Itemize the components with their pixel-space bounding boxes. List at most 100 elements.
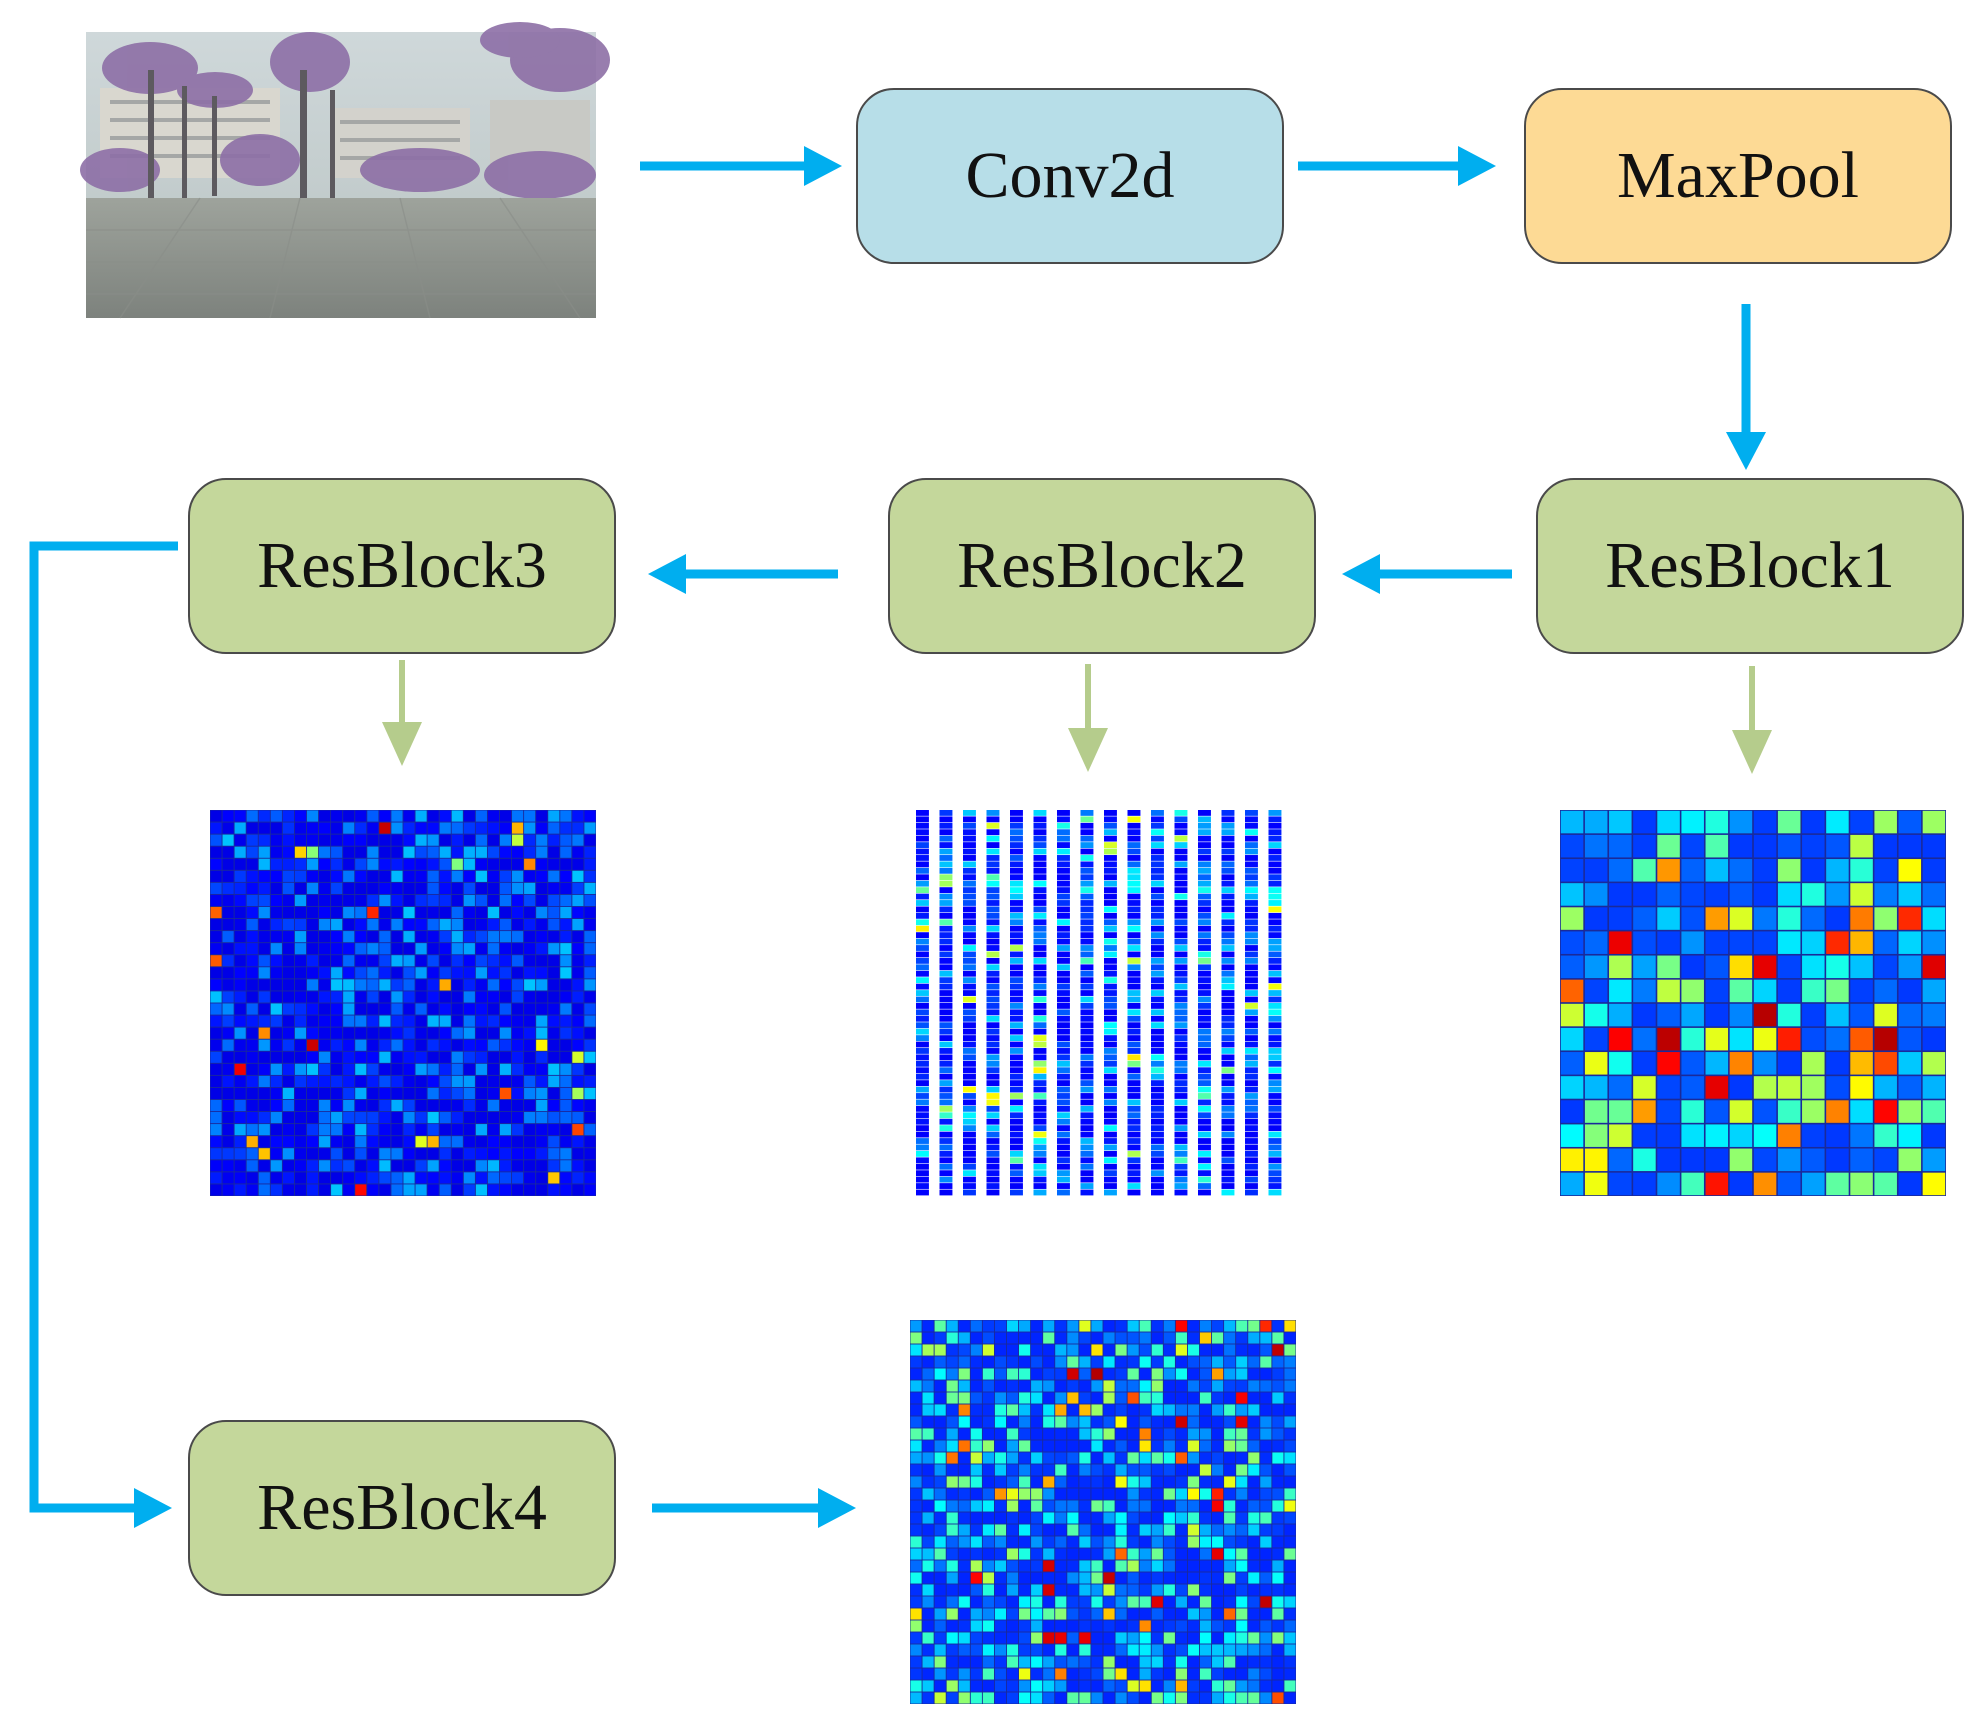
- resblock3-map-tile: [379, 1124, 391, 1136]
- resblock4-map-tile: [1091, 1668, 1103, 1680]
- resblock2-map-cell: [1221, 900, 1235, 906]
- resblock2-map-cell: [1268, 977, 1282, 984]
- resblock2-map-cell: [1174, 1041, 1188, 1048]
- resblock3-map-tile: [451, 1051, 463, 1063]
- resblock3-map-tile: [548, 1148, 560, 1160]
- resblock2-map-cell: [1151, 925, 1164, 932]
- resblock3-map-tile: [499, 1160, 512, 1172]
- resblock4-map-tile: [1127, 1536, 1139, 1548]
- resblock3-map-tile: [524, 810, 536, 822]
- resblock3-map-tile: [234, 1136, 246, 1148]
- resblock4-map-tile: [1103, 1320, 1115, 1332]
- resblock4-map-tile: [1151, 1512, 1163, 1524]
- resblock3-map-tile: [246, 1148, 258, 1160]
- resblock3-map-tile: [463, 955, 475, 967]
- resblock1-map-tile: [1657, 907, 1680, 930]
- resblock3-map-tile: [439, 894, 451, 907]
- resblock4-map-tile: [994, 1368, 1007, 1380]
- resblock1-map-tile: [1874, 931, 1897, 954]
- resblock3-map-tile: [343, 1027, 355, 1039]
- resblock4-map-tile: [1067, 1440, 1079, 1452]
- resblock4-map-tile: [1127, 1620, 1139, 1632]
- resblock4-map-tile: [1091, 1356, 1103, 1368]
- resblock2-map-cell: [1174, 996, 1188, 1003]
- resblock4-map-tile: [1272, 1464, 1284, 1476]
- resblock3-map-tile: [475, 834, 487, 846]
- resblock2-map-cell: [939, 983, 953, 990]
- resblock3-map-tile: [584, 1112, 596, 1124]
- resblock2-map-cell: [916, 964, 929, 971]
- resblock2-map-cell: [1221, 861, 1235, 868]
- resblock3-map-tile: [282, 1051, 294, 1063]
- resblock3-map-tile: [403, 1003, 415, 1015]
- resblock3-map-tile: [246, 1087, 258, 1100]
- resblock3-map-tile: [258, 822, 270, 834]
- resblock3-map-tile: [451, 919, 463, 931]
- resblock1-map-tile: [1874, 1076, 1897, 1099]
- resblock3-map-tile: [415, 1003, 427, 1015]
- resblock2-map-cell: [939, 1112, 953, 1119]
- resblock3-map-tile: [524, 1124, 536, 1136]
- resblock4-map-tile: [1115, 1464, 1127, 1476]
- resblock2-map-cell: [986, 1009, 1000, 1016]
- resblock4-map-tile: [1260, 1416, 1272, 1428]
- resblock3-map-tile: [331, 822, 343, 834]
- resblock2-map-cell: [1080, 1163, 1094, 1170]
- resblock2-map-cell: [1104, 1009, 1117, 1016]
- resblock4-map-tile: [1236, 1692, 1248, 1704]
- resblock4-map-tile: [1151, 1524, 1163, 1536]
- resblock2-map-cell: [916, 1170, 929, 1177]
- resblock3-feature-map: [210, 810, 596, 1196]
- resblock1-map-tile: [1753, 1148, 1777, 1172]
- resblock2-map-cell: [1221, 906, 1235, 913]
- resblock3-map-tile: [475, 1124, 487, 1136]
- resblock2-map-cell: [1033, 867, 1047, 874]
- resblock2-map-cell: [1127, 1144, 1141, 1151]
- resblock3-map-tile: [512, 846, 524, 858]
- resblock4-map-tile: [1079, 1572, 1091, 1584]
- resblock4-map-tile: [1284, 1656, 1296, 1668]
- resblock4-map-tile: [1091, 1524, 1103, 1536]
- resblock2-map-cell: [1127, 874, 1141, 881]
- resblock2-map-cell: [1174, 1157, 1188, 1164]
- resblock4-map-tile: [1187, 1668, 1200, 1680]
- resblock4-map-tile: [934, 1464, 946, 1476]
- resblock2-map-cell: [1127, 1022, 1141, 1029]
- resblock2-map-cell: [1104, 990, 1117, 996]
- resblock4-map-tile: [1055, 1344, 1067, 1356]
- resblock1-map-tile: [1777, 1172, 1801, 1196]
- resblock4-map-tile: [1043, 1668, 1055, 1680]
- resblock2-map-cell: [1127, 855, 1141, 861]
- resblock4-map-tile: [1284, 1644, 1296, 1656]
- resblock4-map-tile: [1006, 1548, 1019, 1560]
- resblock2-map-cell: [1198, 810, 1211, 816]
- resblock2-map-cell: [963, 887, 976, 894]
- resblock2-map-cell: [1268, 919, 1282, 926]
- resblock4-map-tile: [922, 1620, 934, 1632]
- resblock3-map-tile: [512, 822, 524, 834]
- resblock4-map-tile: [982, 1404, 994, 1416]
- resblock4-map-tile: [1055, 1692, 1067, 1704]
- resblock4-map-tile: [1175, 1668, 1187, 1680]
- resblock3-map-tile: [282, 1172, 294, 1184]
- resblock3-map-tile: [367, 943, 379, 955]
- resblock2-map-cell: [1127, 1176, 1141, 1183]
- resblock4-map-tile: [958, 1464, 970, 1476]
- resblock3-map-tile: [355, 1015, 367, 1027]
- resblock4-map-tile: [1006, 1572, 1019, 1584]
- resblock3-map-tile: [415, 882, 427, 894]
- resblock1-map-tile: [1922, 883, 1946, 906]
- resblock1-map-tile: [1874, 1100, 1897, 1123]
- resblock4-map-tile: [1163, 1512, 1175, 1524]
- resblock4-map-tile: [1248, 1680, 1260, 1692]
- resblock1-map-tile: [1826, 1052, 1849, 1075]
- resblock3-map-tile: [451, 858, 463, 870]
- resblock2-map-cell: [939, 1041, 953, 1048]
- resblock4-map-tile: [970, 1332, 982, 1344]
- resblock3-map-tile: [331, 846, 343, 858]
- resblock2-map-cell: [1104, 1112, 1117, 1119]
- resblock2-map-cell: [1221, 1170, 1235, 1177]
- resblock2-map-cell: [1245, 977, 1258, 984]
- resblock3-map-tile: [536, 1039, 548, 1051]
